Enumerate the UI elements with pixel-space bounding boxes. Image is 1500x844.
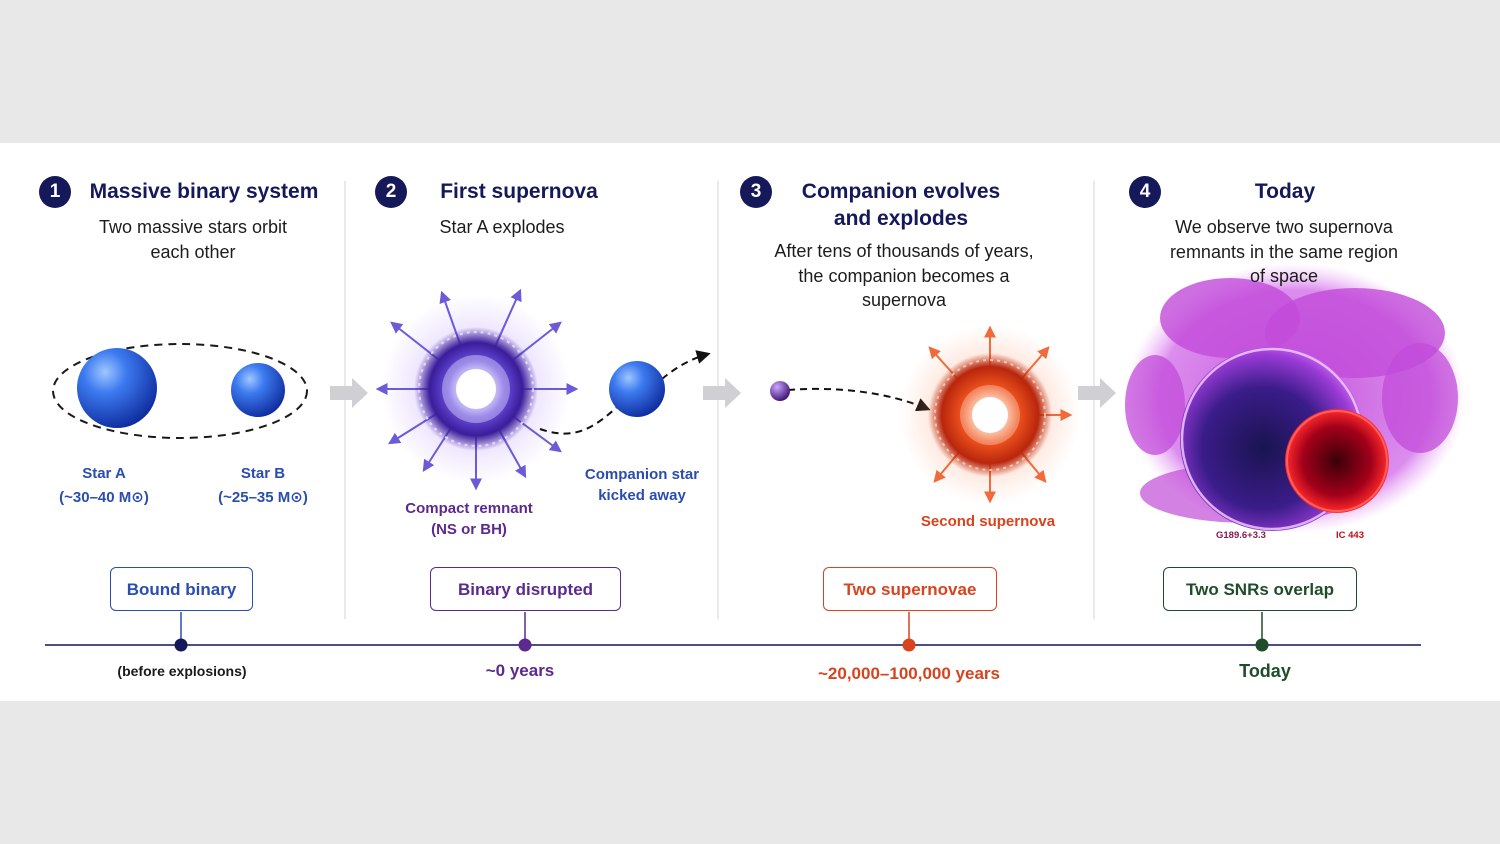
stage-subtitle-4: We observe two supernova remnants in the… [1169, 217, 1399, 286]
star-b-label: Star B (~25–35 M⊙) [203, 463, 323, 508]
binary-system-illustration [52, 343, 308, 439]
star-b-mass: (~25–35 M⊙) [218, 489, 308, 506]
snr-g189-label: G189.6+3.3 [1216, 530, 1266, 541]
second-supernova-label: Second supernova [920, 513, 1056, 530]
second-supernova-illustration [770, 325, 1080, 505]
companion-star-line1: Companion star [584, 466, 700, 483]
stage-subtitle-1: Two massive stars orbit each other [98, 217, 288, 262]
timeline-label-2: ~0 years [485, 661, 555, 680]
first-supernova-illustration [375, 288, 711, 491]
badge-two-supernovae: Two supernovae [823, 567, 997, 611]
star-a-name: Star A [82, 465, 126, 482]
timeline-marker-3 [902, 638, 916, 652]
badge-two-snrs-overlap: Two SNRs overlap [1163, 567, 1357, 611]
star-a-label: Star A (~30–40 M⊙) [44, 463, 164, 508]
timeline-label-4: Today [1239, 661, 1291, 681]
stage-title-3: Companion evolves and explodes [801, 180, 1001, 230]
stage-number-3: 3 [740, 176, 772, 208]
timeline-marker-1 [174, 638, 188, 652]
stage-subtitle-2: Star A explodes [439, 217, 565, 237]
star-a-sphere [77, 348, 157, 428]
timeline-label-1: (before explosions) [117, 663, 247, 679]
timeline-label-3: ~20,000–100,000 years [818, 664, 1000, 683]
stage-subtitle-3: After tens of thousands of years, the co… [774, 241, 1034, 310]
stage-title-2: First supernova [440, 180, 598, 203]
companion-star-line2: kicked away [598, 487, 686, 504]
snr-ic443-label: IC 443 [1336, 530, 1364, 541]
star-b-sphere [231, 363, 285, 417]
diagram-artwork [45, 181, 1465, 652]
stage-title-1: Massive binary system [89, 180, 319, 203]
stage-number-1: 1 [39, 176, 71, 208]
companion-star-label: Companion star kicked away [574, 464, 710, 506]
compact-remnant-type: (NS or BH) [431, 521, 507, 538]
timeline-marker-2 [518, 638, 532, 652]
star-b-name: Star B [240, 465, 286, 482]
supernova-remnants-illustration [1125, 263, 1465, 533]
stage-number-4: 4 [1129, 176, 1161, 208]
compact-object [770, 381, 790, 401]
stage-title-4: Today [1254, 180, 1316, 203]
star-a-mass: (~30–40 M⊙) [59, 489, 149, 506]
timeline-connectors [180, 612, 1263, 645]
timeline-marker-4 [1255, 638, 1269, 652]
compact-remnant-label: Compact remnant (NS or BH) [388, 498, 550, 540]
compact-object-path [787, 387, 931, 412]
stage-number-2: 2 [375, 176, 407, 208]
orbit-path [52, 343, 308, 439]
badge-binary-disrupted: Binary disrupted [430, 567, 621, 611]
diagram-panel: 1 Massive binary system Two massive star… [0, 143, 1500, 701]
compact-remnant-name: Compact remnant [405, 500, 533, 517]
stage-transition-arrows [330, 378, 1116, 408]
snr-ic443-shell [1285, 409, 1389, 513]
badge-bound-binary: Bound binary [110, 567, 253, 611]
companion-star-sphere [609, 361, 665, 417]
companion-kick-arrow [661, 350, 711, 380]
